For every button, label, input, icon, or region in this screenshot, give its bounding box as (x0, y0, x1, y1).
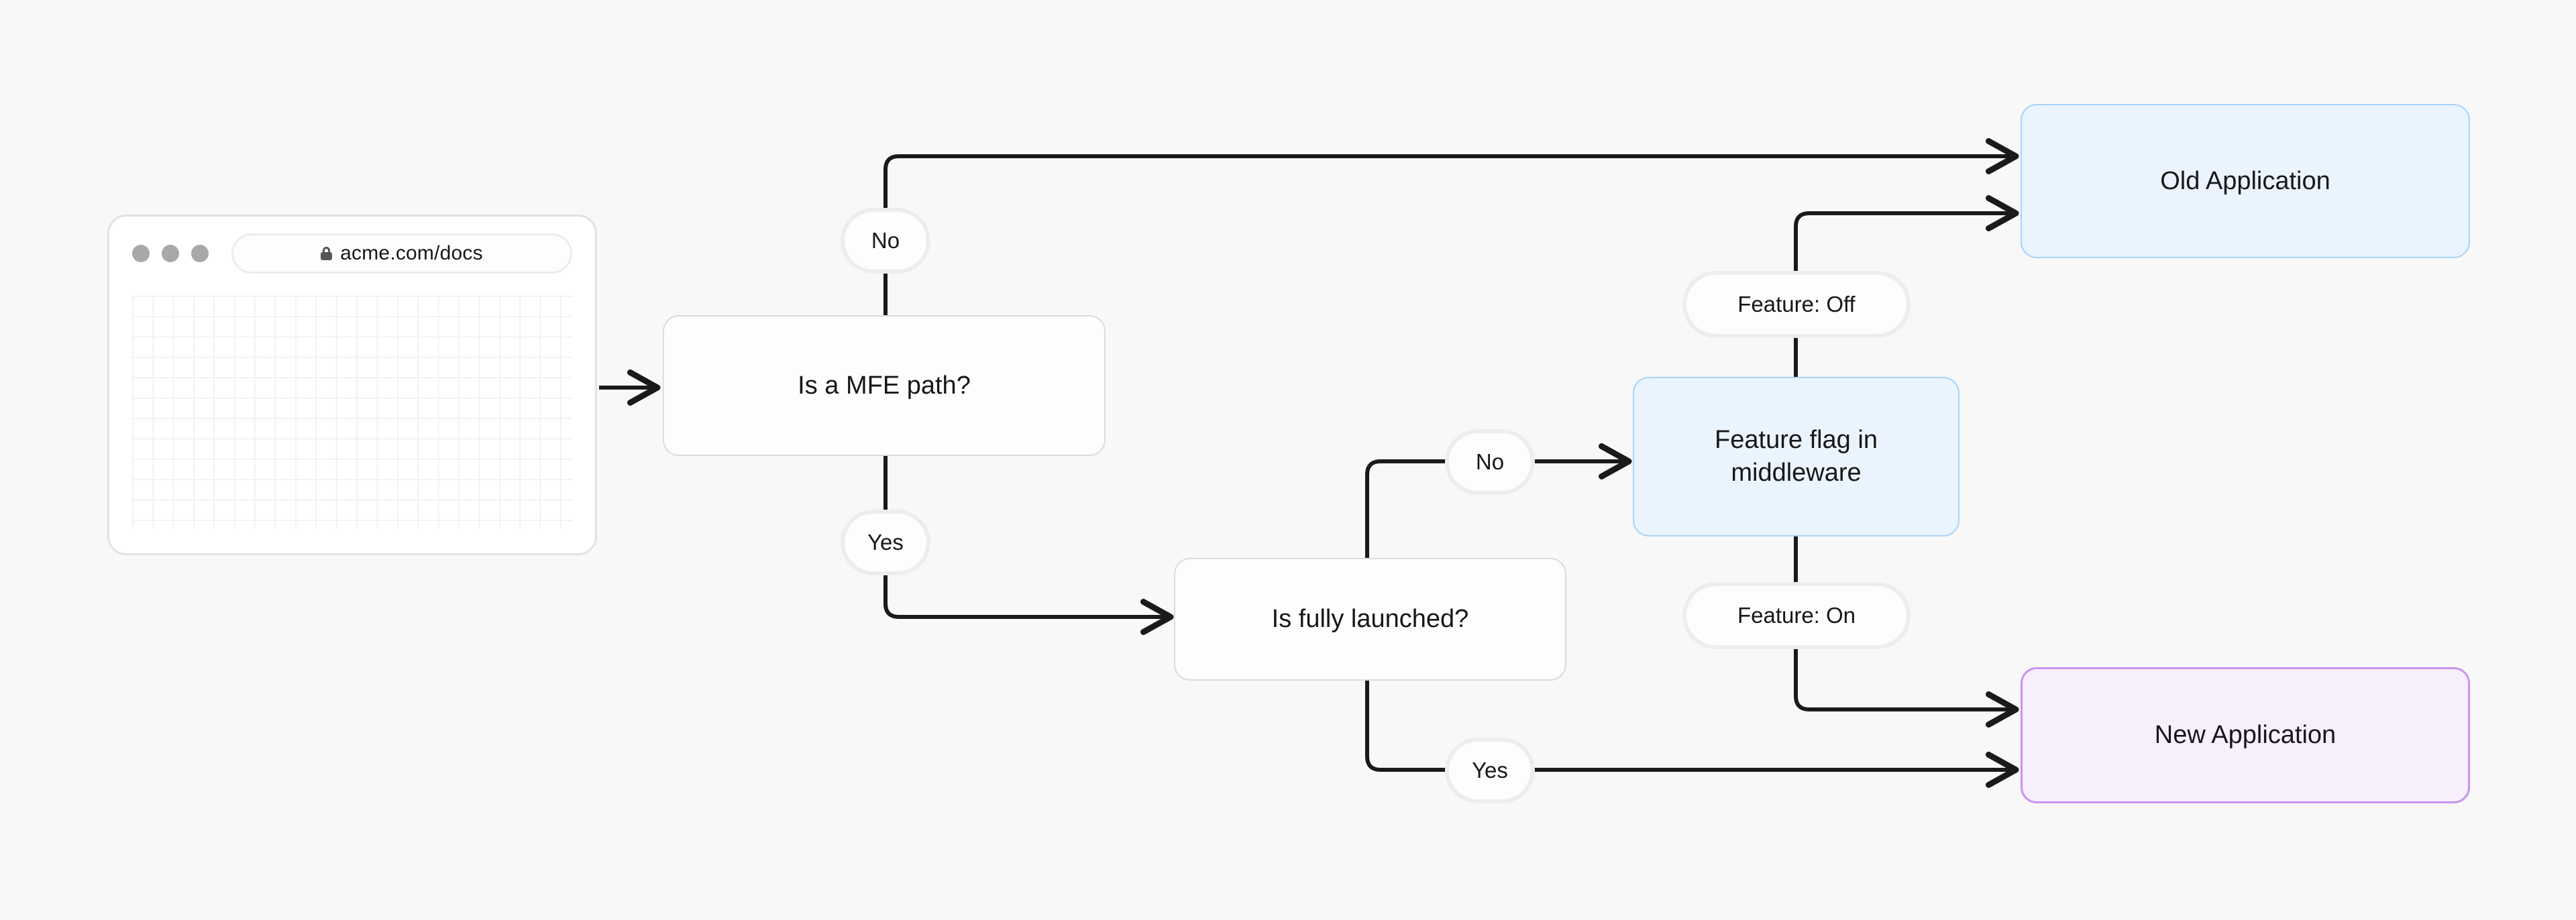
edge-launched-to-no-pill (1365, 459, 1449, 558)
maximize-dot-icon[interactable] (191, 245, 209, 262)
node-new-application[interactable]: New Application (2021, 667, 2470, 803)
browser-toolbar: acme.com/docs (109, 217, 595, 290)
node-label: Is fully launched? (1271, 605, 1469, 634)
browser-page-grid (132, 296, 572, 529)
edge-feature-off-to-old-app (1794, 195, 2019, 271)
pill-text: Yes (867, 530, 904, 555)
close-dot-icon[interactable] (132, 245, 150, 262)
edge-label-launched-yes: Yes (1445, 738, 1535, 803)
pill-text: Yes (1472, 758, 1508, 783)
node-label: Is a MFE path? (798, 371, 971, 400)
node-is-fully-launched[interactable]: Is fully launched? (1174, 558, 1566, 681)
node-label-line1: Feature flag in (1715, 426, 1878, 455)
node-feature-flag-in-middleware[interactable]: Feature flag in middleware (1633, 377, 1960, 536)
node-label-line2: middleware (1731, 459, 1862, 487)
browser-url-bar[interactable]: acme.com/docs (231, 233, 572, 274)
edge-label-feature-off: Feature: Off (1682, 271, 1911, 338)
edge-launched-to-yes-pill (1365, 681, 1449, 772)
node-label: Old Application (2160, 166, 2330, 195)
edge-label-mfe-yes: Yes (841, 510, 930, 575)
node-old-application[interactable]: Old Application (2021, 104, 2470, 258)
lock-icon (321, 247, 333, 260)
minimize-dot-icon[interactable] (162, 245, 179, 262)
pill-text: Feature: Off (1737, 292, 1856, 317)
edge-no-to-old-app (883, 138, 2019, 271)
node-label: New Application (2154, 721, 2337, 750)
pill-text: Feature: On (1737, 603, 1856, 628)
pill-text: No (871, 228, 900, 253)
traffic-light-dots (132, 245, 209, 262)
browser-url-text: acme.com/docs (340, 242, 483, 264)
edge-label-mfe-no: No (841, 208, 930, 274)
edge-label-feature-on: Feature: On (1682, 582, 1911, 649)
browser-window-mock: acme.com/docs (107, 215, 597, 555)
edge-yes-to-fully-launched (883, 573, 1174, 635)
node-is-a-mfe-path[interactable]: Is a MFE path? (663, 315, 1106, 456)
edge-label-launched-no: No (1445, 429, 1535, 495)
edge-feature-on-to-new-app (1794, 649, 2019, 728)
pill-text: No (1475, 449, 1505, 474)
